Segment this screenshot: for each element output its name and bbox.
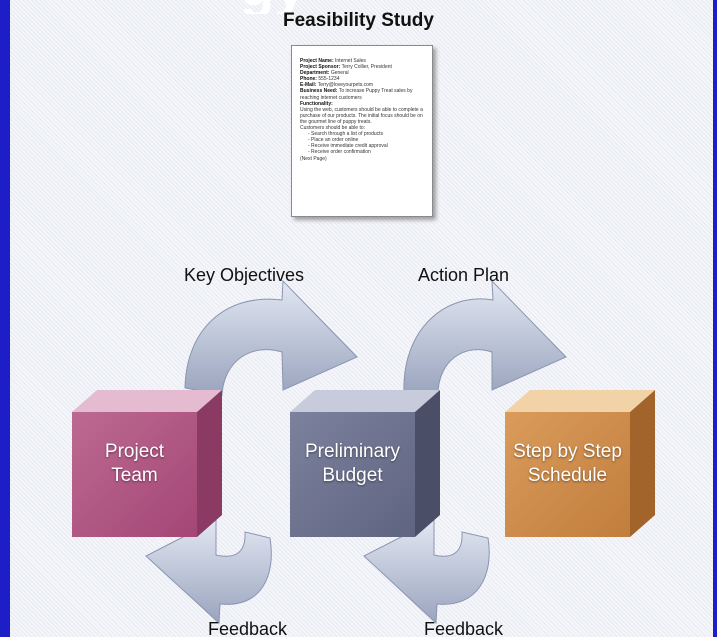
document-line: (Next Page) <box>300 156 424 162</box>
document-line-text: General <box>329 70 349 77</box>
document-line: - Search through a list of products <box>300 131 424 137</box>
schedule-line1: Step by Step <box>513 441 622 462</box>
preliminary-budget-line1: Preliminary <box>304 441 401 462</box>
project-team-line2: Team <box>111 465 158 486</box>
document-line: Business Need: To increase Puppy Treat s… <box>300 88 424 100</box>
schedule-box <box>505 390 655 537</box>
document-line: - Receive order confirmation <box>300 149 424 155</box>
document-line-text: (Next Page) <box>300 155 327 162</box>
document-line-text: To increase Puppy Treat sales by reachin… <box>300 88 413 101</box>
document-line: Phone: 555-1234 <box>300 76 424 82</box>
document-line-label: Project Name: <box>300 58 334 64</box>
document-line: - Receive immediate credit approval <box>300 143 424 149</box>
document-line-label: Department: <box>300 70 330 77</box>
action-plan-label: Action Plan <box>418 265 510 285</box>
key-objectives-label: Key Objectives <box>184 265 305 285</box>
schedule-line2: Schedule <box>527 465 608 486</box>
project-team-box <box>72 390 222 537</box>
diagram-title: Feasibility Study <box>283 10 434 31</box>
document-line: Customers should be able to: <box>300 125 424 131</box>
document-line-text: Using the web, customers should be able … <box>300 106 423 125</box>
document-line-text: - Receive immediate credit approval <box>308 143 388 150</box>
title-fragment: gy <box>240 0 480 14</box>
document-line-text: Terry Collier, President <box>340 64 392 71</box>
document-line-label: Functionality: <box>300 100 333 107</box>
project-team-text: Project Team <box>72 440 197 488</box>
document-line-text: Customers should be able to: <box>300 125 366 132</box>
document-line: Project Sponsor: Terry Collier, Presiden… <box>300 64 424 70</box>
action-plan-arrow <box>403 279 567 396</box>
document-line-label: Phone: <box>300 76 317 83</box>
document-line-text: - Place an order online <box>308 137 359 144</box>
document-line-label: E-Mail: <box>300 82 317 89</box>
document-line: E-Mail: Terry@loveyourpets.com <box>300 82 424 88</box>
schedule-text: Step by Step Schedule <box>503 440 632 488</box>
document-line: Functionality: <box>300 101 424 107</box>
document-line-text: - Receive order confirmation <box>308 149 371 156</box>
document-line: Project Name: Internet Sales <box>300 58 424 64</box>
document-line-text: Terry@loveyourpets.com <box>316 82 374 89</box>
preliminary-budget-text: Preliminary Budget <box>290 440 415 488</box>
feedback-left-label: Feedback <box>208 619 288 637</box>
feedback-right-label: Feedback <box>424 619 504 637</box>
document-line-text: - Search through a list of products <box>308 131 384 138</box>
project-team-line1: Project <box>104 441 165 462</box>
key-objectives-arrow <box>184 279 358 396</box>
preliminary-budget-line2: Budget <box>322 465 383 486</box>
document-line: Department: General <box>300 70 424 76</box>
feedback-right-arrow <box>363 519 490 625</box>
document-line: - Place an order online <box>300 137 424 143</box>
feedback-left-arrow <box>145 519 272 625</box>
document-line-text: Internet Sales <box>333 58 366 64</box>
preliminary-budget-box <box>290 390 440 537</box>
document-line-label: Project Sponsor: <box>300 64 341 71</box>
document-line: Using the web, customers should be able … <box>300 107 424 125</box>
document-line-label: Business Need: <box>300 88 338 95</box>
document-line-text: 555-1234 <box>316 76 340 83</box>
